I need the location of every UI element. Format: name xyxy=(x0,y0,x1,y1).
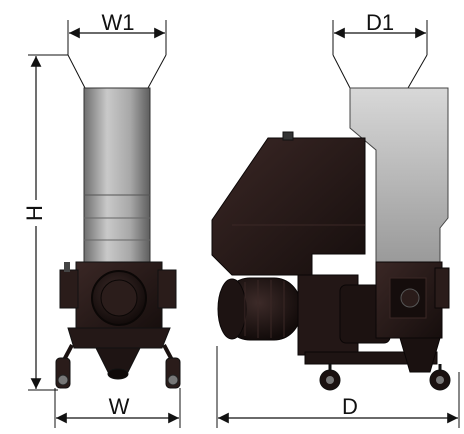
dimension-w: W xyxy=(54,388,181,428)
side-base xyxy=(304,337,441,373)
front-hopper xyxy=(83,87,151,267)
side-left-caster xyxy=(319,364,341,391)
label-w: W xyxy=(109,394,130,419)
side-motor xyxy=(217,277,301,341)
label-d1: D1 xyxy=(366,10,394,35)
side-view: D1 D xyxy=(211,10,460,428)
side-right-caster xyxy=(429,364,451,391)
label-d: D xyxy=(342,394,358,419)
front-cutting-chamber xyxy=(59,261,177,333)
front-outlet xyxy=(107,368,129,380)
dimension-h: H xyxy=(22,54,68,391)
label-h: H xyxy=(22,205,47,221)
front-stand xyxy=(55,327,181,389)
dimension-d: D xyxy=(216,346,460,428)
label-w1: W1 xyxy=(102,10,135,35)
side-hopper-flare xyxy=(332,54,428,89)
side-upper-housing xyxy=(211,137,366,276)
dimension-w1: W1 xyxy=(67,10,167,55)
front-view: W1 H W xyxy=(22,10,181,428)
side-gearbox xyxy=(297,261,450,356)
front-hopper-flare xyxy=(67,54,167,89)
dimension-d1: D1 xyxy=(332,10,428,55)
